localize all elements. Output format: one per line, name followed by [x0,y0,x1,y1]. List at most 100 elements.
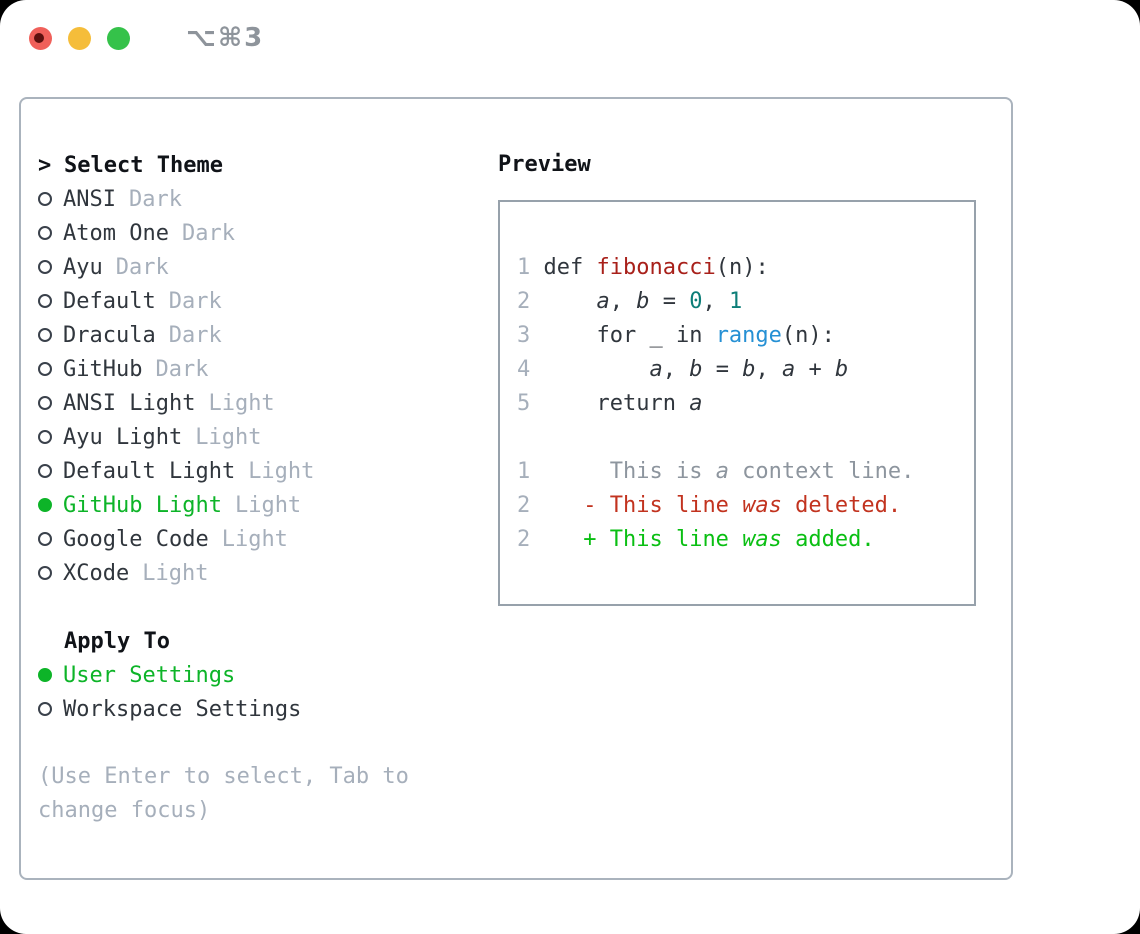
code-segment: def [543,255,597,280]
theme-variant-label: Dark [128,186,182,212]
radio-icon [38,192,52,206]
theme-option[interactable]: Default Dark [38,284,409,318]
theme-variant-label: Dark [168,322,222,348]
code-segment: - This line [543,493,743,518]
code-segment: 4 [517,357,544,382]
code-segment: a [715,459,729,484]
theme-option[interactable]: ANSI Light Light [38,386,409,420]
code-segment: deleted. [781,493,902,518]
code-segment: = [649,289,690,314]
theme-variant-label: Light [248,458,315,484]
code-segment: (n): [781,323,835,348]
theme-option-label: GitHub [63,356,143,382]
minimize-button[interactable] [68,26,91,50]
code-segment: 2 [517,527,544,552]
code-segment: a [649,357,663,382]
theme-variant-label: Light [142,560,209,586]
preview-code-line: 1 def fibonacci(n): [517,251,956,285]
theme-option[interactable]: Default Light Light [38,454,409,488]
theme-option-label: ANSI Light [63,390,196,416]
code-segment: was [742,527,782,552]
theme-option[interactable]: Google Code Light [38,522,409,556]
prompt-caret: > [38,152,52,178]
theme-option-label: Dracula [63,322,156,348]
preview-code-line: 2 - This line was deleted. [517,489,956,523]
theme-option-label: Default Light [63,458,236,484]
radio-icon [38,702,52,716]
code-segment [544,357,650,382]
code-segment [544,289,597,314]
apply-target-option-label: User Settings [63,662,236,688]
theme-variant-label: Light [221,526,288,552]
theme-variant-label: Dark [115,254,169,280]
theme-option-label: ANSI [63,186,116,212]
code-segment: 0 [689,289,703,314]
preview-code-line: 1 This is a context line. [517,455,956,489]
theme-option[interactable]: GitHub Dark [38,352,409,386]
theme-option[interactable]: ANSI Dark [38,182,409,216]
code-segment: context line. [728,459,915,484]
code-segment: 1 [517,459,544,484]
preview-code-line: 2 + This line was added. [517,523,956,557]
code-segment: , [755,357,782,382]
theme-option-label: Google Code [63,526,209,552]
code-segment: + [795,357,835,382]
code-segment: fibonacci [596,255,716,280]
radio-icon [38,430,52,444]
code-segment: b [636,289,650,314]
code-segment: return [543,391,690,416]
code-segment: b [834,357,849,382]
theme-variant-label: Dark [155,356,209,382]
preview-column: Preview 1 def fibonacci(n):2 a, b = 0, 1… [498,148,976,606]
radio-icon [38,362,52,376]
apply-target-option[interactable]: Workspace Settings [38,692,409,726]
code-segment: , [609,289,637,314]
theme-option[interactable]: Dracula Dark [38,318,409,352]
code-segment: 1 [728,289,743,314]
preview-code-line: 5 return a [517,387,956,421]
code-segment: , [662,357,690,382]
code-segment: range [715,323,782,348]
code-segment: 5 [517,391,544,416]
code-segment: (n): [715,255,769,280]
theme-option-label: Default [63,288,156,314]
radio-icon [38,328,52,342]
radio-icon [38,464,52,478]
theme-option[interactable]: Atom One Dark [38,216,409,250]
apply-target-option[interactable]: User Settings [38,658,409,692]
zoom-button[interactable] [107,26,130,50]
code-segment: 1 [517,255,544,280]
theme-variant-label: Dark [168,288,222,314]
preview-code-line: 3 for _ in range(n): [517,319,956,353]
theme-option-label: GitHub Light [63,492,222,518]
preview-code-line: 4 a, b = b, a + b [517,353,956,387]
hint-line-2: change focus) [38,798,211,823]
window-titlebar: ⌥⌘3 [0,0,1140,76]
close-button[interactable] [29,26,52,50]
code-segment: + This line [543,527,743,552]
code-segment: was [742,493,782,518]
code-segment: a [781,357,796,382]
code-segment: = [702,357,743,382]
radio-icon [38,226,52,240]
radio-icon [38,396,52,410]
radio-icon [38,260,52,274]
preview-code-line [517,421,956,455]
theme-option-label: Atom One [63,220,169,246]
theme-variant-label: Light [208,390,275,416]
theme-variant-label: Dark [181,220,235,246]
code-segment: This is [543,459,716,484]
theme-option-label: Ayu Light [63,424,183,450]
radio-selected-icon [38,498,52,512]
code-segment: a [596,289,610,314]
apply-target-option-label: Workspace Settings [63,696,302,722]
code-segment: , [702,289,729,314]
